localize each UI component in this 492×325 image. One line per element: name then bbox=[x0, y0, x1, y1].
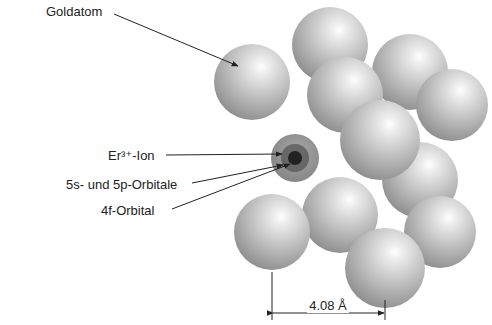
orbital-label: 4f-Orbital bbox=[101, 203, 154, 218]
ion-label: Er³⁺-Ion bbox=[108, 148, 155, 163]
4f-orbital bbox=[288, 151, 302, 165]
dimension-label: 4.08 Å bbox=[307, 298, 349, 313]
orbital-label: 5s- und 5p-Orbitale bbox=[66, 177, 177, 192]
5s-5p-orbitals bbox=[281, 144, 309, 172]
er-ion-shell bbox=[271, 134, 319, 182]
atom-label: Goldatom bbox=[46, 4, 102, 19]
dimension-line bbox=[272, 272, 385, 320]
gold-atoms bbox=[214, 7, 488, 308]
